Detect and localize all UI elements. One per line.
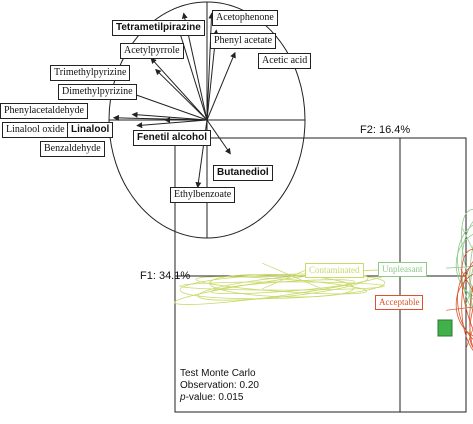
group-1-ellipse-0 <box>461 209 473 321</box>
variable-label-8: Fenetil alcohol <box>133 130 212 146</box>
annotation-pvalue: -value: 0.015 <box>185 392 244 403</box>
variable-label-7: Benzaldehyde <box>40 141 105 157</box>
group-2-spoke-0 <box>466 327 473 348</box>
group-0-ellipse-6 <box>195 276 368 295</box>
group-2-spoke-2 <box>460 268 473 293</box>
variable-label-4: Phenylacetaldehyde <box>0 103 88 119</box>
variable-label-5: Linalool oxide <box>2 122 69 138</box>
group-2-ellipse-0 <box>461 249 473 361</box>
vector-7 <box>136 119 208 129</box>
group-0-spoke-1 <box>291 275 323 290</box>
group-0-ellipse-5 <box>209 273 354 298</box>
annotation-p-italic: p <box>180 392 186 403</box>
variable-label-1: Acetylpyrrole <box>120 43 184 59</box>
group-0-ellipse-4 <box>179 281 385 291</box>
group-label-1: Unpleasant <box>378 262 427 277</box>
group-1-ellipse-2 <box>455 231 473 301</box>
f2-axis-title: F2: 16.4% <box>360 124 411 136</box>
monte-carlo-annotation: Test Monte Carlo Observation: 0.20 p-val… <box>180 368 259 404</box>
variable-label-9: Acetophenone <box>212 10 278 26</box>
group-2-ellipse-4 <box>469 253 473 360</box>
variable-label-10: Phenyl acetate <box>210 33 277 49</box>
vector-11 <box>206 51 236 121</box>
group-2-ellipse-1 <box>457 262 473 348</box>
group-label-0: Contaminated <box>305 263 364 278</box>
variable-label-12: Butanediol <box>213 165 273 181</box>
group-1-ellipse-3 <box>461 220 473 312</box>
variable-label-6: Linalool <box>67 122 114 138</box>
group-label-2: Acceptable <box>375 295 424 310</box>
group-2-ellipse-3 <box>461 260 473 352</box>
vector-1 <box>177 29 208 121</box>
group-2-ellipse-2 <box>455 271 473 341</box>
group-1-ellipse-1 <box>457 222 473 308</box>
variable-label-2: Trimethylpyrizine <box>50 65 131 81</box>
group-1-spoke-3 <box>461 227 473 251</box>
vector-3 <box>155 68 208 121</box>
annotation-line-1: Test Monte Carlo <box>180 368 256 379</box>
vector-12 <box>206 119 231 155</box>
f1-axis-title: F1: 34.1% <box>140 270 191 282</box>
annotation-line-3: p-value: 0.015 <box>180 392 259 404</box>
annotation-line-2: Observation: 0.20 <box>180 380 259 391</box>
factor-map-layer <box>174 137 473 413</box>
variable-label-3: Dimethylpyrizine <box>58 84 137 100</box>
vector-4 <box>126 90 208 121</box>
group-1-spoke-2 <box>446 266 473 269</box>
vector-9 <box>206 12 215 121</box>
variable-label-0: Tetrametilpirazine <box>112 20 205 36</box>
variable-label-11: Acetic acid <box>258 53 312 69</box>
group-0-spoke-4 <box>261 262 293 277</box>
vector-2 <box>150 57 208 121</box>
group-0-spoke-2 <box>261 275 293 290</box>
group-2-spoke-1 <box>446 306 473 311</box>
green-square-marker <box>437 319 453 337</box>
variable-label-13: Ethylbenzoate <box>170 187 236 203</box>
